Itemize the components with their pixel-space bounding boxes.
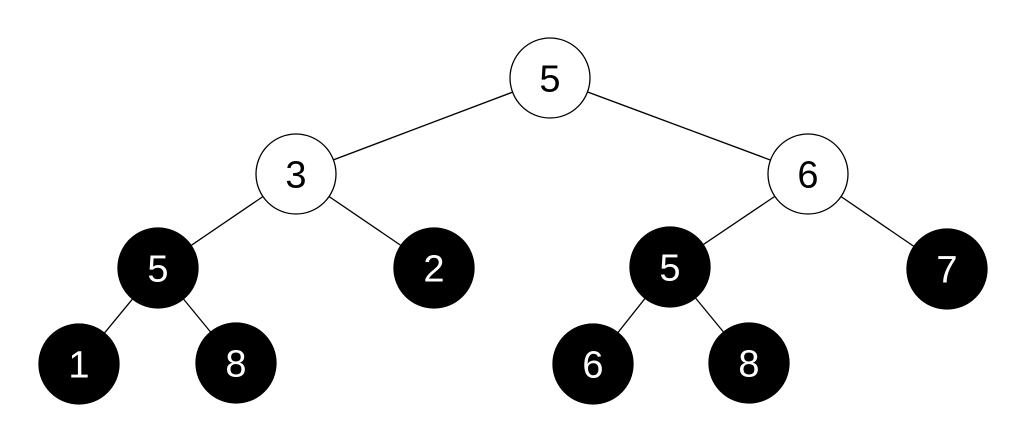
node-label: 6 [582, 345, 603, 387]
filled-node-circle [117, 227, 199, 309]
tree-node-left-left: 5 [117, 227, 199, 309]
tree-node-right-left-right: 8 [708, 322, 790, 404]
tree-edge-root-to-left [295, 77, 551, 175]
tree-node-root: 5 [509, 37, 591, 119]
node-label: 5 [147, 249, 168, 291]
tree-node-left: 3 [255, 133, 337, 215]
node-label: 5 [539, 59, 560, 101]
tree-node-right-right: 7 [906, 228, 988, 310]
tree-edge-root-to-right [549, 77, 809, 175]
node-label: 6 [797, 155, 818, 197]
node-label: 7 [936, 250, 957, 292]
tree-node-right: 6 [767, 133, 849, 215]
node-label: 8 [738, 344, 759, 386]
filled-node-circle [195, 322, 277, 404]
filled-node-circle [552, 323, 634, 405]
filled-node-circle [708, 322, 790, 404]
node-label: 3 [285, 155, 306, 197]
filled-node-circle [38, 323, 120, 405]
filled-node-circle [629, 226, 711, 308]
filled-node-circle [906, 228, 988, 310]
filled-node-circle [393, 227, 475, 309]
node-label: 1 [68, 345, 89, 387]
tree-node-right-left: 5 [629, 226, 711, 308]
tree-node-left-left-right: 8 [195, 322, 277, 404]
empty-node-circle [767, 133, 849, 215]
empty-node-circle [255, 133, 337, 215]
tree-node-left-left-left: 1 [38, 323, 120, 405]
tree-node-left-right: 2 [393, 227, 475, 309]
tree-node-right-left-left: 6 [552, 323, 634, 405]
node-label: 8 [225, 344, 246, 386]
node-label: 5 [659, 248, 680, 290]
empty-node-circle [509, 37, 591, 119]
node-label: 2 [423, 249, 444, 291]
